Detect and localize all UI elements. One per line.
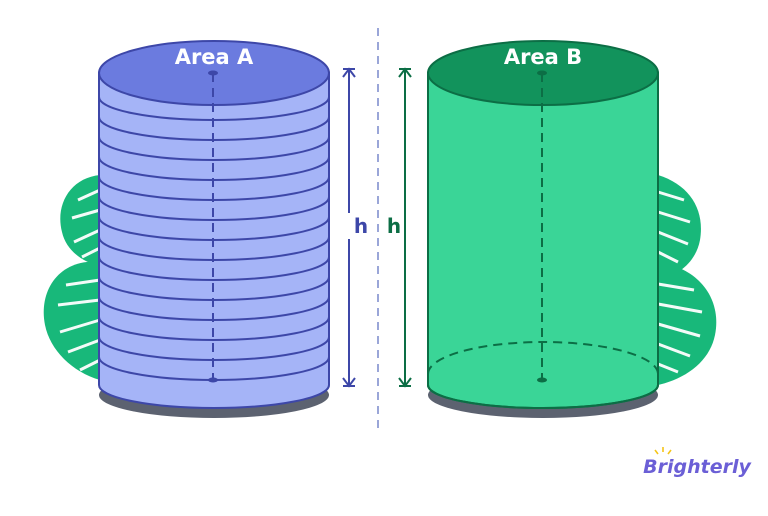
height-label-a-bg bbox=[346, 213, 372, 239]
cylinder-a-bottom-center bbox=[208, 377, 218, 383]
cylinder-b-hidden-base bbox=[427, 341, 659, 375]
cylinder-b-top-center bbox=[537, 70, 547, 76]
height-arrow-b bbox=[398, 67, 412, 388]
height-label-a: h bbox=[354, 214, 368, 238]
leaf-left-icon bbox=[43, 175, 101, 380]
brighterly-logo: Brighterly bbox=[643, 447, 752, 478]
cylinder-a-top-center bbox=[208, 70, 218, 76]
height-label-b-bg bbox=[382, 213, 404, 239]
cylinder-b-bottom-center bbox=[537, 377, 547, 383]
cylinder-a: Area A bbox=[98, 40, 330, 409]
logo-sun-rays-icon bbox=[654, 447, 672, 455]
cylinder-b-label: Area B bbox=[504, 45, 582, 69]
cylinder-a-label: Area A bbox=[175, 45, 254, 69]
height-label-b: h bbox=[387, 214, 401, 238]
logo-text: Brighterly bbox=[643, 456, 752, 478]
cylinder-b: Area B bbox=[427, 40, 659, 409]
leaf-right-icon bbox=[657, 175, 717, 385]
